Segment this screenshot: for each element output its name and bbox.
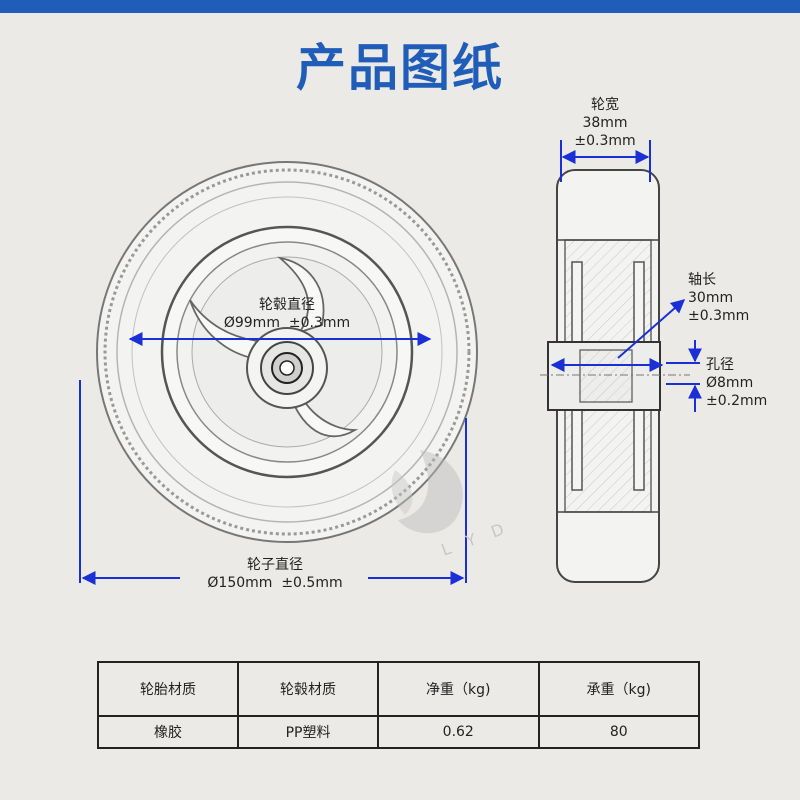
wheel-width-dimension: [560, 140, 651, 182]
top-accent-bar: [0, 0, 800, 13]
bore-diameter-value: Ø8mm: [706, 375, 754, 391]
axle-length-value: 30mm: [688, 290, 734, 306]
cell-tire-material: 橡胶: [96, 715, 240, 749]
axle-length-dimension: [550, 299, 686, 372]
hub-diameter-value: Ø99mm: [223, 315, 280, 331]
wheel-width-value: 38mm: [582, 115, 628, 131]
hub-diameter-tolerance: ±0.3mm: [288, 315, 351, 331]
cell-load-capacity: 80: [537, 715, 700, 749]
wheel-diameter-tolerance: ±0.5mm: [281, 575, 343, 591]
axle-length-title: 轴长: [688, 272, 716, 288]
wheel-diameter-dimension: [79, 380, 467, 585]
hub-diameter-title: 轮毂直径: [259, 297, 315, 313]
header-tire-material: 轮胎材质: [96, 661, 240, 717]
cell-net-weight: 0.62: [377, 715, 540, 749]
bore-diameter-label: 孔径 Ø8mm ±0.2mm: [706, 356, 767, 410]
wheel-side-view: [540, 169, 690, 583]
header-hub-material: 轮毂材质: [237, 661, 380, 717]
bore-hole: [279, 360, 295, 376]
bore-diameter-title: 孔径: [706, 357, 734, 373]
wheel-width-title: 轮宽: [591, 97, 619, 113]
wheel-width-tolerance: ±0.3mm: [574, 133, 636, 149]
spec-table-header-row: 轮胎材质 轮毂材质 净重（kg) 承重（kg): [96, 661, 700, 717]
watermark-logo: [391, 450, 463, 534]
table-row: 橡胶 PP塑料 0.62 80: [96, 715, 700, 749]
wheel-diameter-value: Ø150mm: [207, 575, 273, 591]
hub-diameter-label: 轮毂直径 Ø99mm ±0.3mm: [222, 296, 352, 332]
bore-diameter-tolerance: ±0.2mm: [706, 393, 768, 409]
axle-length-tolerance: ±0.3mm: [688, 308, 750, 324]
wheel-front-view: [96, 161, 478, 543]
header-net-weight: 净重（kg): [377, 661, 540, 717]
header-load-capacity: 承重（kg): [537, 661, 700, 717]
wheel-diameter-label: 轮子直径 Ø150mm ±0.5mm: [190, 556, 360, 592]
axle-length-label: 轴长 30mm ±0.3mm: [688, 271, 749, 325]
spec-table: 轮胎材质 轮毂材质 净重（kg) 承重（kg) 橡胶 PP塑料 0.62 80: [96, 661, 700, 749]
wheel-width-label: 轮宽 38mm ±0.3mm: [560, 96, 650, 150]
bore-diameter-dimension: [666, 340, 702, 412]
wheel-diameter-title: 轮子直径: [247, 557, 303, 573]
page-title: 产品图纸: [296, 39, 504, 97]
cell-hub-material: PP塑料: [237, 715, 380, 749]
